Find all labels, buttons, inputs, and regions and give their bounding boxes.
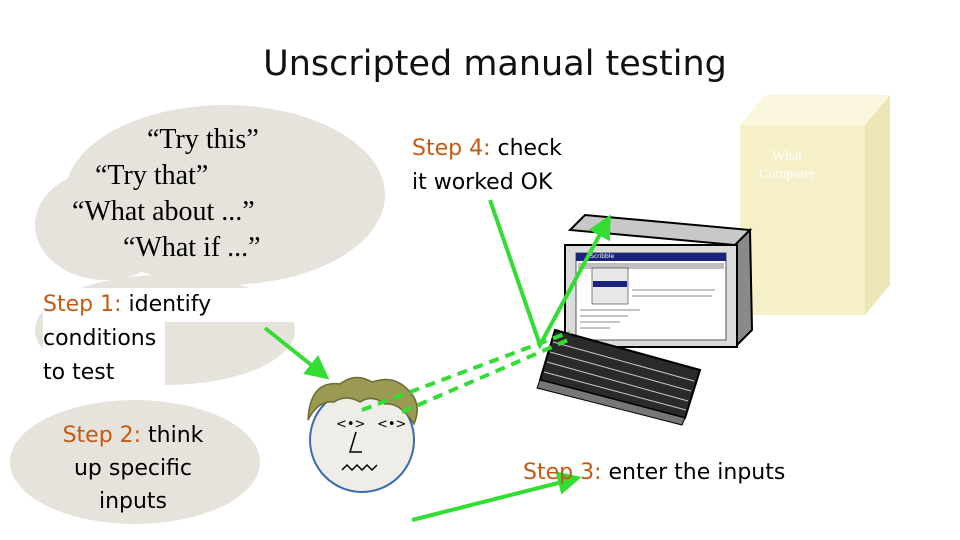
arrow-step3 [411,471,582,522]
thought-what-if: “What if ...” [123,232,261,263]
keyboard [536,328,702,426]
step4-line2: it worked OK [412,170,553,195]
thought-bubble-small [10,400,260,524]
computer-label-line1: What [771,149,803,164]
slide-title: Unscripted manual testing [263,44,727,84]
monitor [564,213,754,348]
face: <•> <•> [307,376,418,493]
computer-tower [740,95,890,315]
step3-number: Step 3: [523,460,602,485]
step2-number: Step 2: [62,423,142,448]
step4-line1: check [490,136,562,161]
gaze-line-1 [361,330,571,412]
thought-what-about: “What about ...” [72,196,255,227]
step2-line1: think [141,423,204,448]
step1-label: Step 1: identify conditions to test [43,288,296,390]
step4-label: Step 4: check it worked OK [412,132,562,200]
gaze-line-2 [401,338,569,414]
step2-line2: up specific [73,456,193,481]
thought-try-this: “Try this” [147,124,259,155]
step2-line3: inputs [98,489,168,514]
thought-try-that: “Try that” [95,160,209,191]
thought-bubble-large [35,105,385,285]
step2-label: Step 2: think up specific inputs [50,419,216,518]
step3-text: enter the inputs [601,460,786,485]
step1-line2: conditions [43,322,165,356]
step1-line1: identify [121,292,212,317]
step1-line3: to test [43,356,165,390]
screen-window-title: Scribble [590,253,615,260]
computer-label: What Computer [742,148,832,184]
svg-text:<•>: <•> [377,417,406,432]
computer-label-line2: Computer [759,167,815,182]
step4-number: Step 4: [412,136,491,161]
step1-number: Step 1: [43,292,122,317]
step3-label: Step 3: enter the inputs [523,456,785,490]
arrow-step1 [263,326,330,380]
svg-text:<•>: <•> [336,417,365,432]
